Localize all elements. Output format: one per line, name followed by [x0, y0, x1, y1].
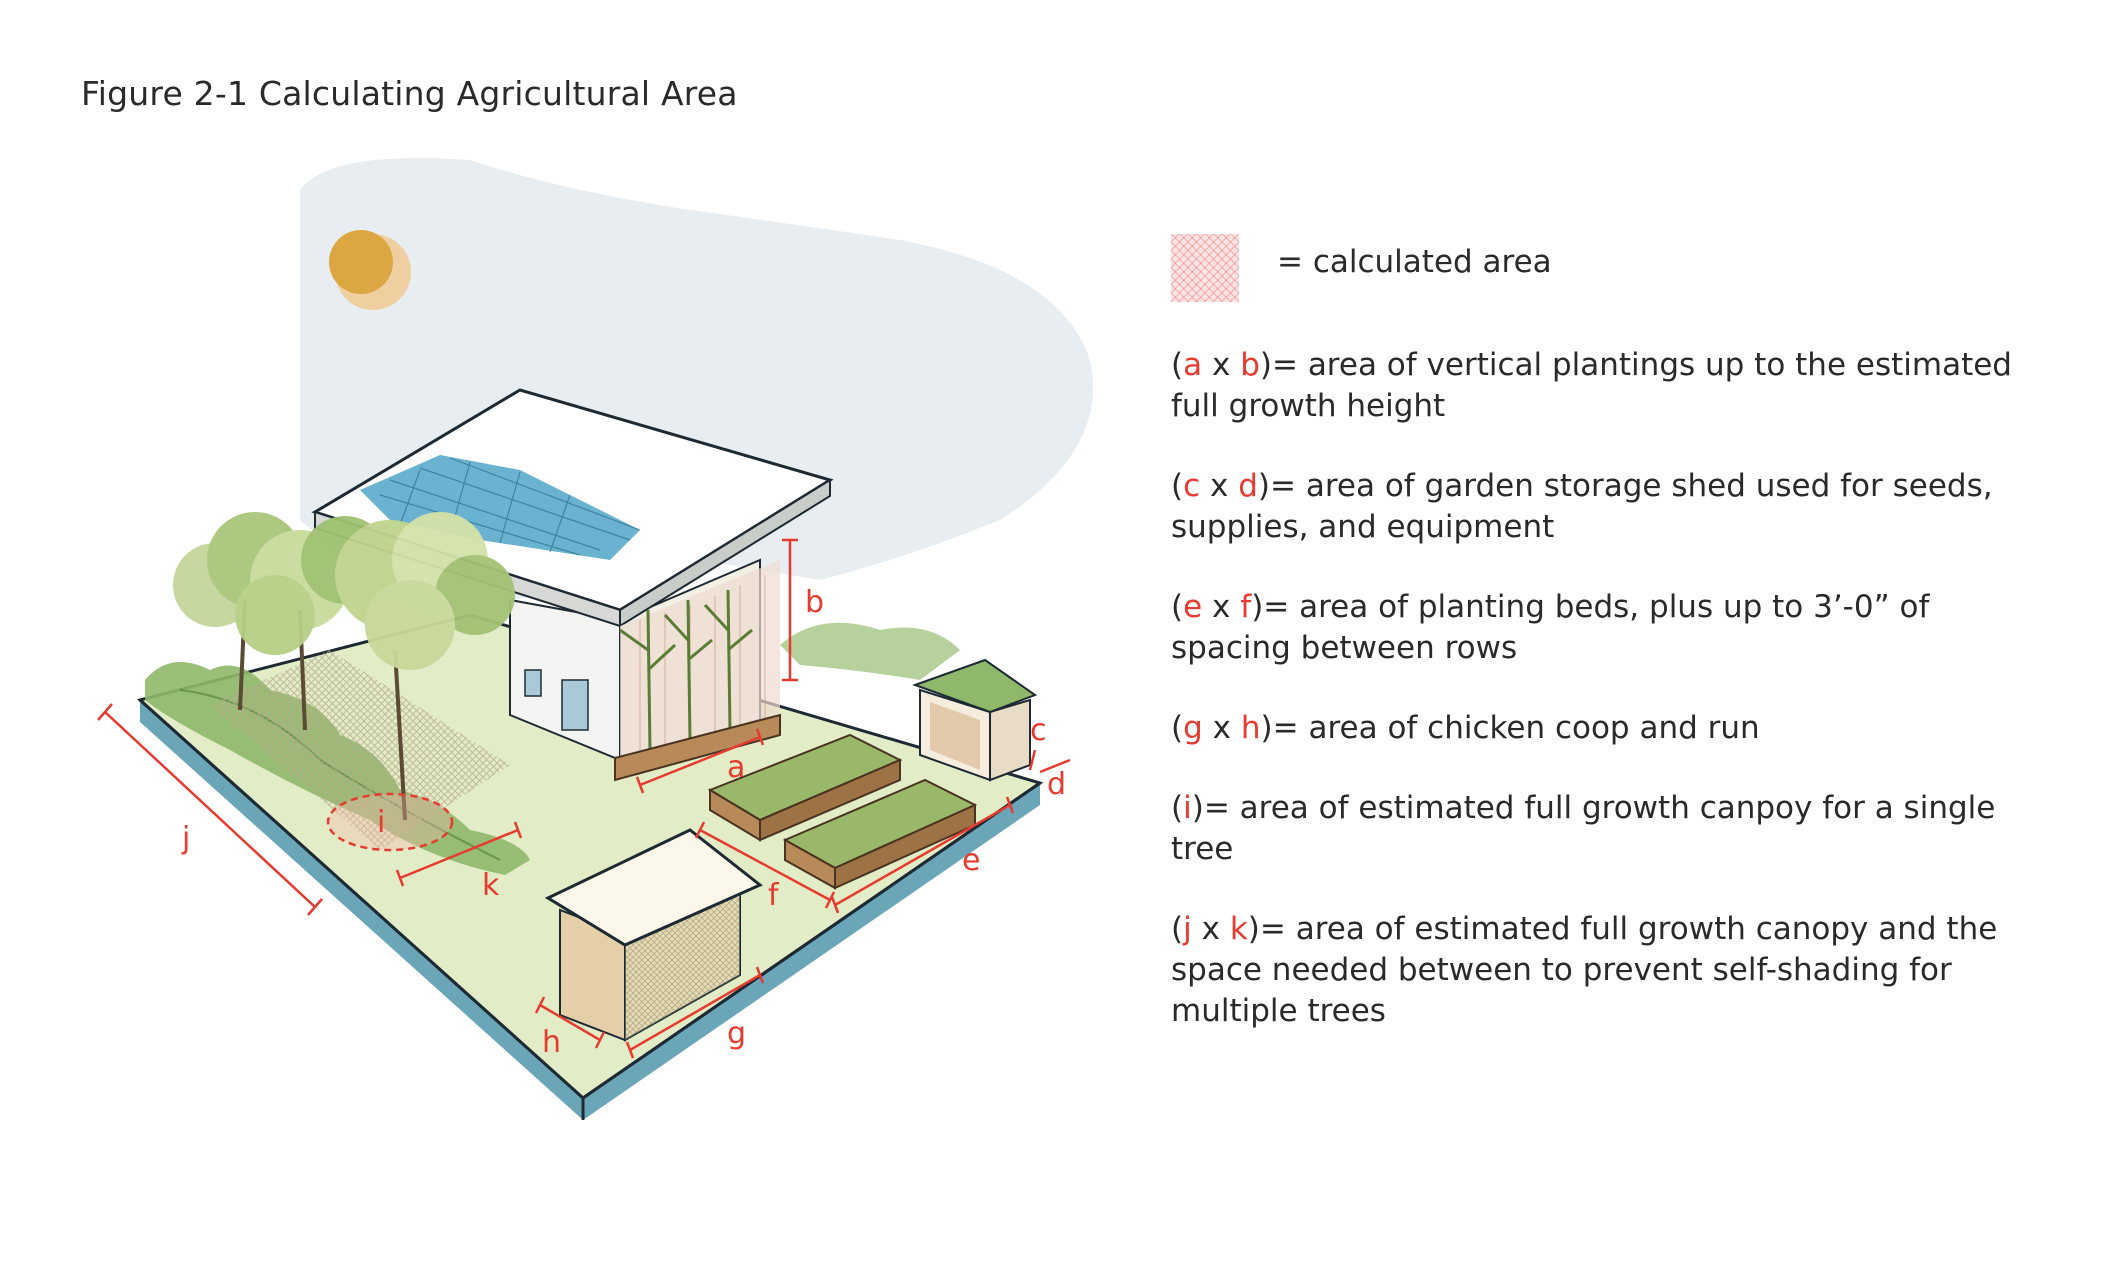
definition-text: = area of planting beds, plus up to 3’-0… — [1171, 589, 1930, 666]
dim-label-j: j — [181, 821, 190, 856]
var-2: b — [1240, 347, 1260, 383]
var-2: k — [1229, 911, 1248, 947]
corn-plants — [619, 589, 753, 751]
dim-label-a: a — [727, 750, 745, 785]
definition-item: (j x k)= area of estimated full growth c… — [1171, 911, 1998, 1029]
dim-label-f: f — [768, 878, 780, 913]
definition-text: = area of chicken coop and run — [1272, 710, 1760, 746]
definition-text: = area of garden storage shed used for s… — [1171, 468, 1993, 545]
sep: x — [1212, 710, 1232, 746]
solar-panels — [360, 455, 640, 560]
chicken-coop — [544, 828, 763, 1042]
definitions-list: (a x b)= area of vertical plantings up t… — [1171, 345, 2051, 1071]
var-1: a — [1183, 347, 1203, 383]
roof-fascia-side — [619, 478, 831, 628]
definition-item: (g x h)= area of chicken coop and run — [1171, 710, 1760, 746]
trellis-planter — [614, 713, 781, 782]
orchard-area — [210, 650, 510, 850]
var-1: j — [1183, 911, 1192, 947]
definition-text: = area of estimated full growth canopy a… — [1171, 911, 1998, 1029]
definition-text: = area of vertical plantings up to the e… — [1171, 347, 2012, 424]
sep: x — [1201, 911, 1220, 947]
trees — [173, 512, 515, 821]
dimension-labels: j i k b a c d f e h g — [181, 585, 1066, 1060]
tree-canopy-circle — [326, 792, 454, 852]
dim-label-h: h — [542, 1025, 561, 1060]
calculated-area-swatch — [1171, 234, 1239, 302]
legend-label: = calculated area — [1277, 244, 1552, 280]
figure-title: Figure 2-1 Calculating Agricultural Area — [81, 74, 738, 113]
definition-item: (e x f)= area of planting beds, plus up … — [1171, 589, 1930, 666]
dim-label-g: g — [727, 1016, 746, 1051]
sep: x — [1210, 468, 1229, 504]
definition-item: (a x b)= area of vertical plantings up t… — [1171, 347, 2012, 424]
var-1: i — [1183, 790, 1192, 826]
dim-label-i: i — [377, 805, 385, 840]
var-1: g — [1183, 710, 1203, 746]
roof-slab-edge — [140, 700, 1040, 1120]
sun-icon — [329, 230, 411, 310]
var-1: c — [1183, 468, 1201, 504]
var-2: h — [1240, 710, 1261, 746]
var-2: f — [1240, 589, 1252, 625]
dimension-lines — [97, 538, 1071, 1059]
definition-item: (i)= area of estimated full growth canpo… — [1171, 790, 1996, 867]
var-2: d — [1238, 468, 1258, 504]
definition-item: (c x d)= area of garden storage shed use… — [1171, 468, 1993, 545]
dim-label-c: c — [1030, 713, 1047, 748]
definition-text: = area of estimated full growth canpoy f… — [1171, 790, 1996, 867]
dim-label-d: d — [1047, 767, 1066, 802]
var-1: e — [1183, 589, 1203, 625]
dim-label-k: k — [482, 868, 500, 903]
storage-shed — [912, 658, 1038, 782]
sep: x — [1212, 589, 1231, 625]
hedge-right — [780, 622, 960, 680]
dim-label-e: e — [962, 843, 980, 878]
sep: x — [1211, 347, 1231, 383]
dim-label-b: b — [805, 585, 824, 620]
raised-beds — [707, 733, 978, 890]
